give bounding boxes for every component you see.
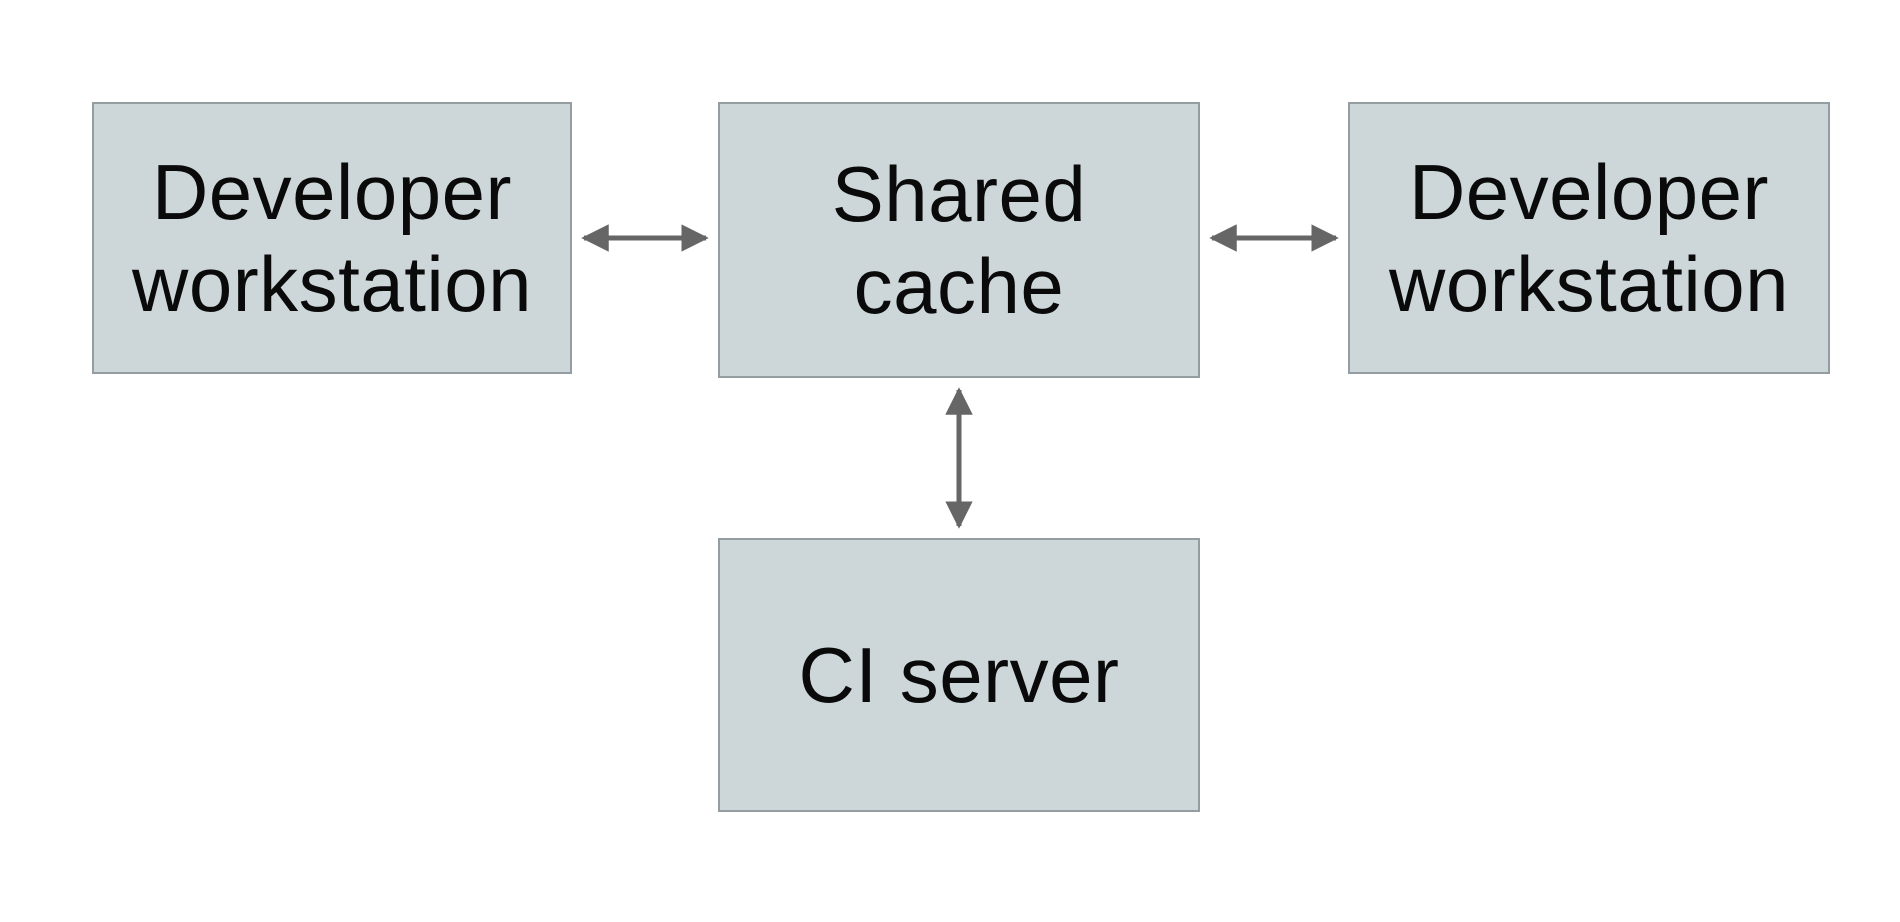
node-shared-cache-label: Shared cache [831,149,1087,330]
node-developer-workstation-right: Developer workstation [1348,102,1830,374]
node-ci-server-label: CI server [798,630,1120,719]
node-developer-workstation-left-label: Developer workstation [132,147,532,328]
node-developer-workstation-right-label: Developer workstation [1389,147,1789,328]
node-ci-server: CI server [718,538,1200,812]
node-developer-workstation-left: Developer workstation [92,102,572,374]
node-shared-cache: Shared cache [718,102,1200,378]
